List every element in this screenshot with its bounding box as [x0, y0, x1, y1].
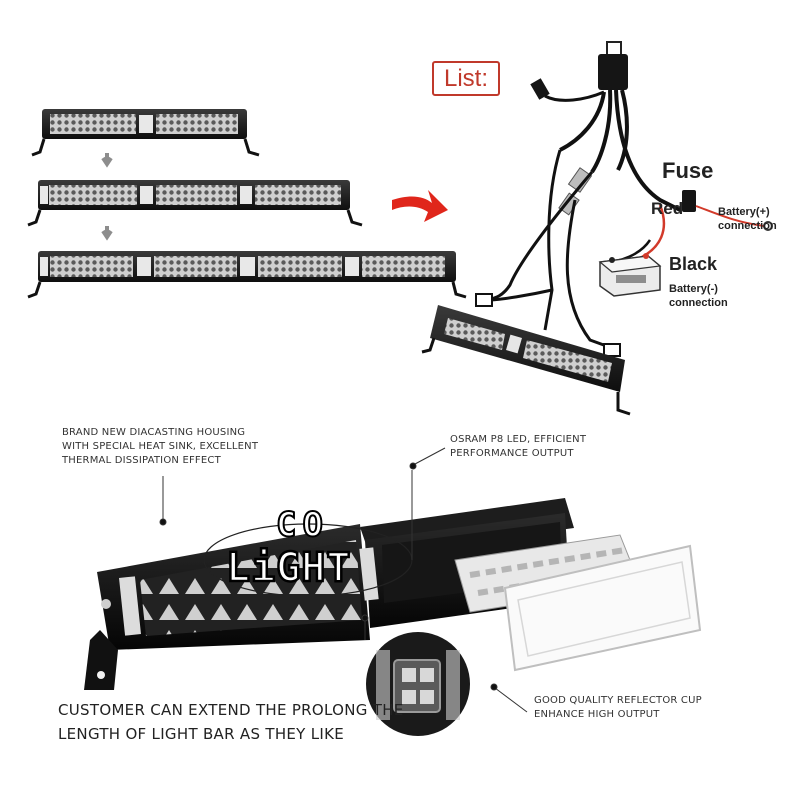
brand-logo-top: CO [275, 504, 329, 546]
connector-zoom-inset [366, 632, 470, 736]
light-bar-4-section [27, 251, 467, 299]
housing-caption: BRAND NEW DIACASTING HOUSING WITH SPECIA… [62, 427, 259, 466]
wired-light-bar [421, 305, 631, 416]
reflector-caption: GOOD QUALITY REFLECTOR CUP ENHANCE HIGH … [534, 695, 702, 720]
led-caption: OSRAM P8 LED, EFFICIENT PERFORMANCE OUTP… [450, 434, 587, 459]
red-wire-label: Red [651, 199, 684, 218]
black-wire-label: Black [669, 254, 718, 274]
callout-leaders [159, 447, 528, 713]
arrow-down-icon [101, 153, 113, 168]
battery-negative-label: Battery(-) connection [669, 283, 728, 309]
exploded-light-bar [84, 498, 702, 690]
battery-icon [598, 253, 662, 297]
battery-positive-label: Battery(+) connection [718, 206, 777, 232]
arrow-right-icon [392, 190, 448, 222]
extend-caption: CUSTOMER CAN EXTEND THE PROLONG THE LENG… [58, 701, 403, 743]
brand-logo-main: LiGHT [225, 544, 352, 593]
list-label: List: [432, 61, 500, 96]
light-bar-3-section [27, 180, 363, 227]
light-bar-2-section [31, 109, 260, 157]
fuse-label: Fuse [662, 158, 714, 183]
arrow-down-icon [101, 226, 113, 241]
